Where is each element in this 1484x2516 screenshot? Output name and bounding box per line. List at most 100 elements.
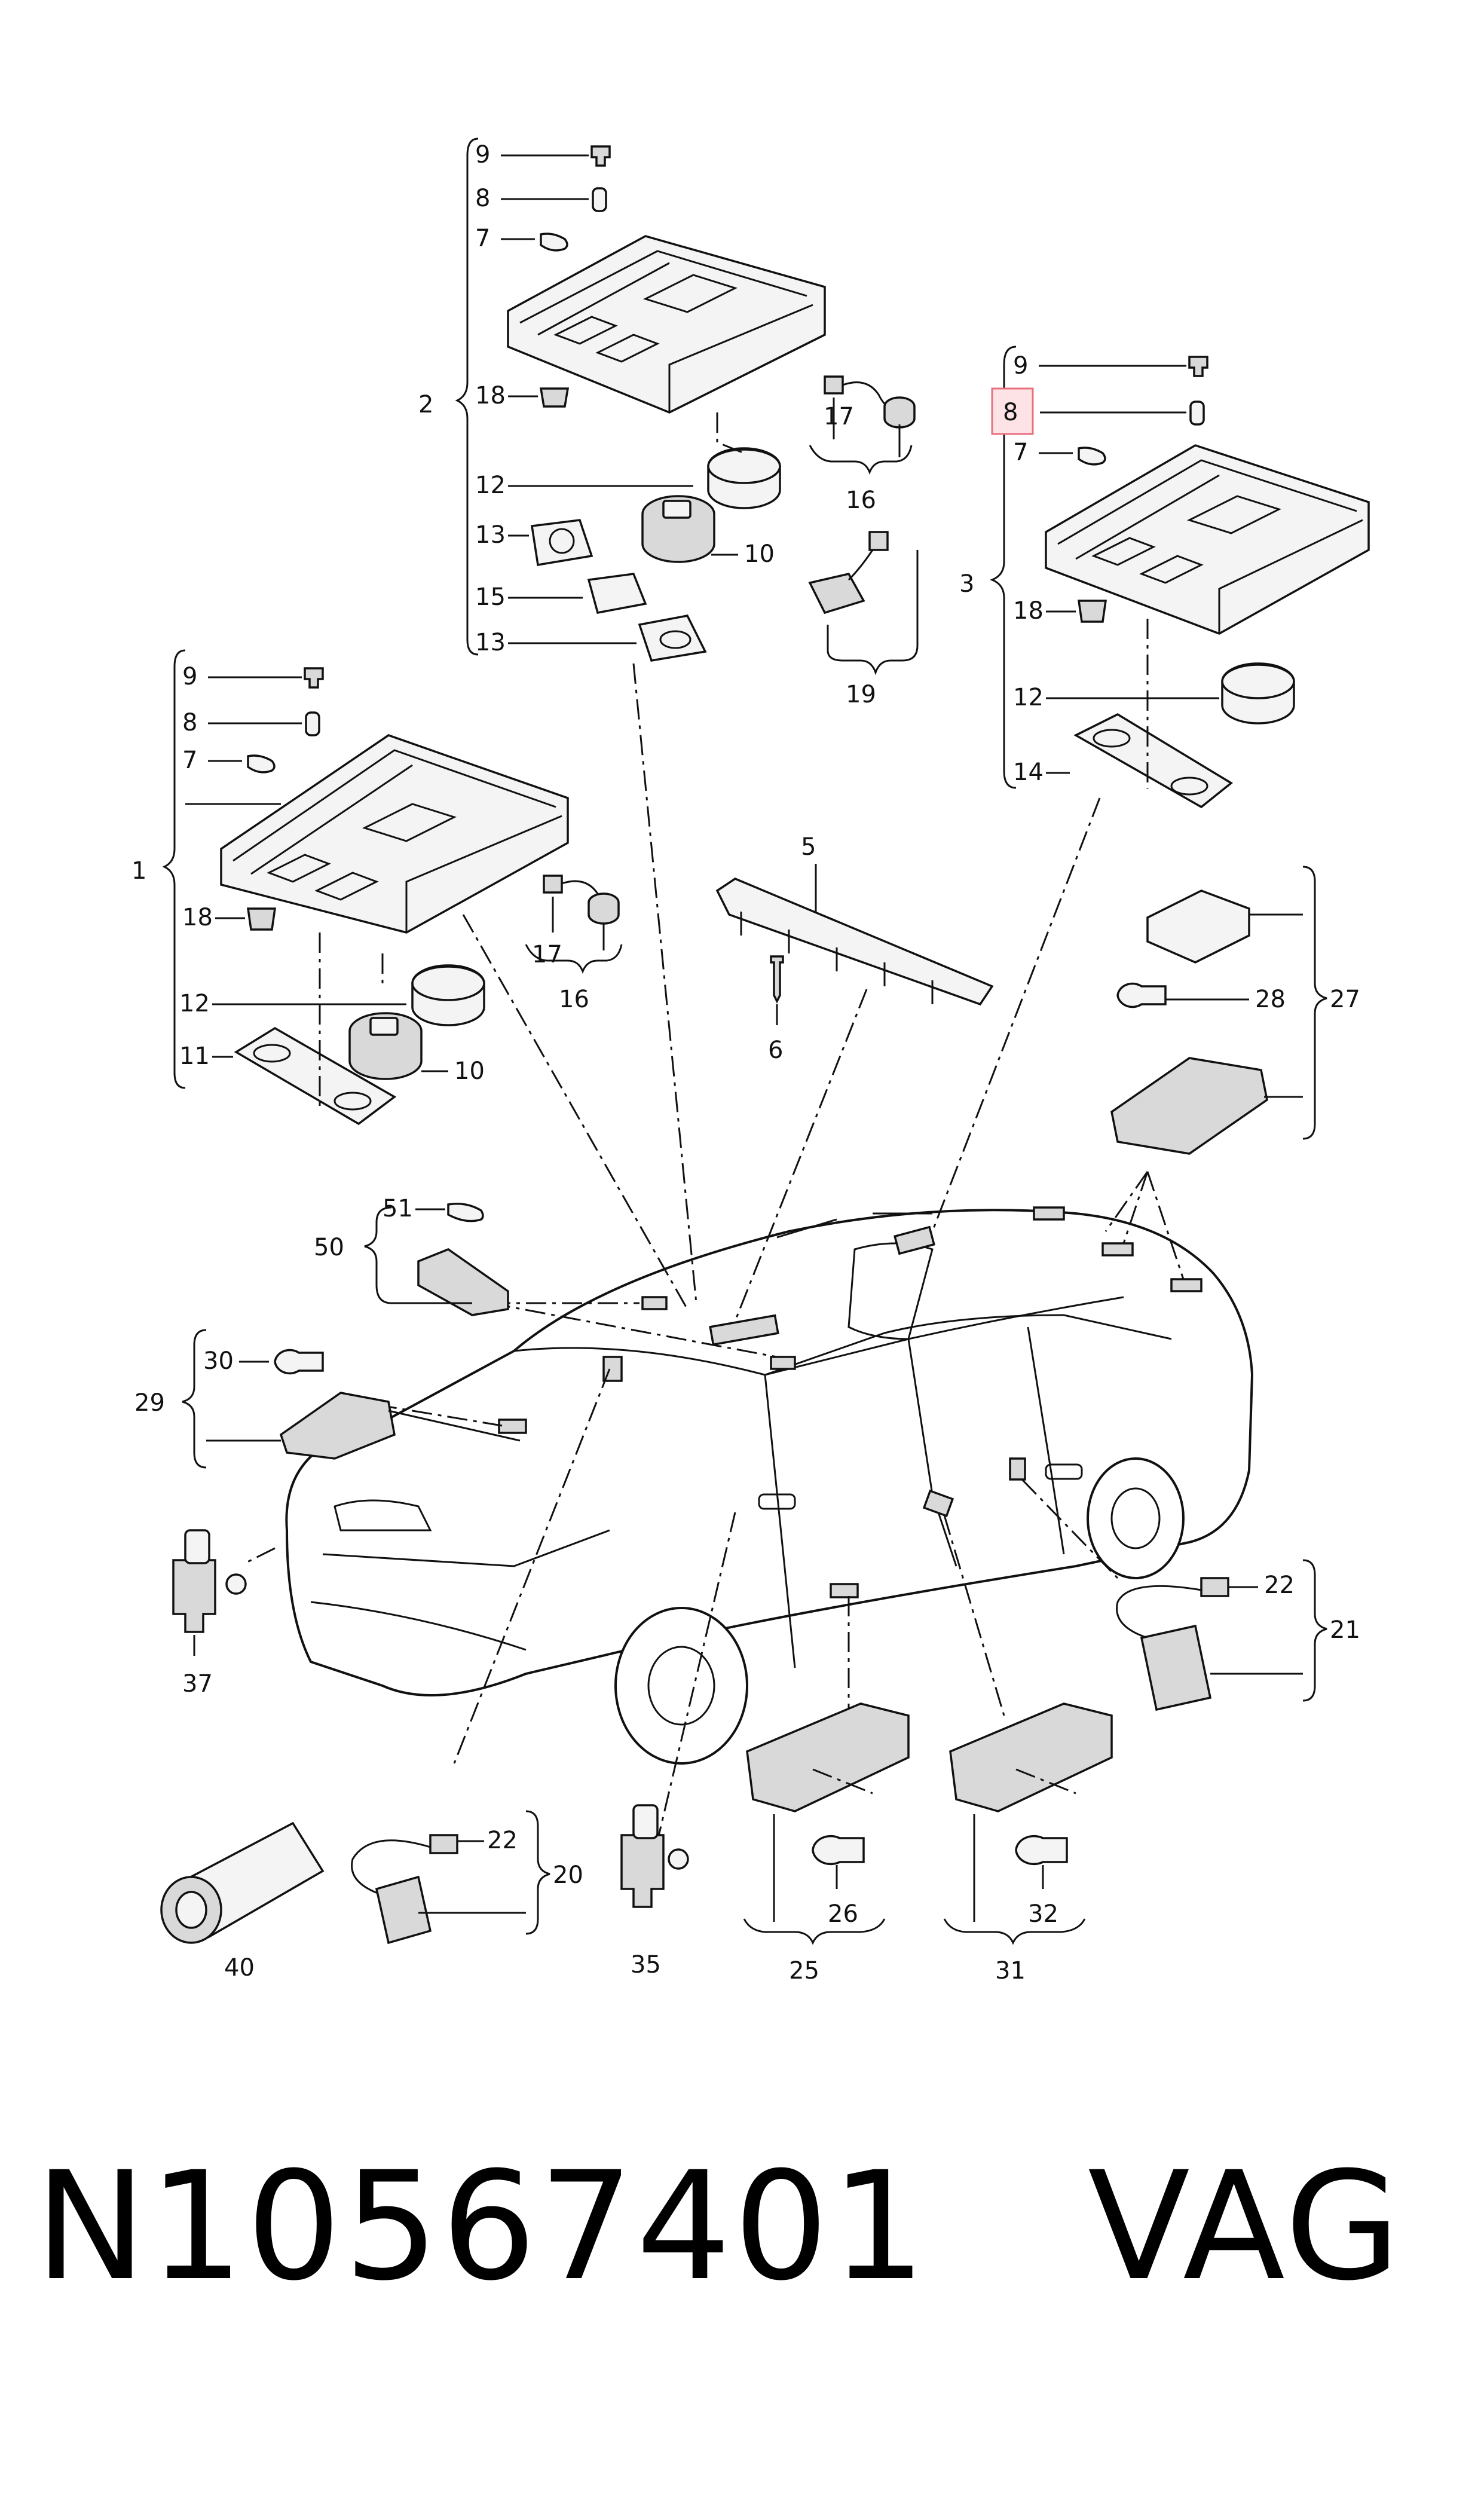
- cover-13b: [638, 615, 707, 662]
- callout-10-g1: 10: [454, 1057, 485, 1085]
- socket-16-icon: [883, 396, 916, 429]
- screw-6-icon: [770, 955, 784, 1004]
- callout-28: 28: [1255, 986, 1286, 1013]
- lens-cover-14: [1073, 713, 1234, 809]
- rear-roof-console-3: [1045, 444, 1370, 635]
- connector-17-icon: [824, 375, 844, 395]
- callout-12: 12: [475, 472, 506, 499]
- group-16-17-19-harness: 17 16 19: [808, 375, 919, 708]
- bracket-27: [1146, 889, 1250, 964]
- callout-8: 8: [475, 185, 490, 212]
- bulb-32-icon: [1015, 1835, 1068, 1866]
- leader-lines: [244, 663, 1185, 1842]
- cover-13: [530, 519, 593, 567]
- motion-sensor-10: [641, 495, 715, 563]
- group-29-light: 29 30: [134, 1329, 521, 1469]
- brand-name: VAG: [1088, 2139, 1403, 2313]
- callout-6: 6: [768, 1037, 783, 1064]
- callout-7: 7: [475, 225, 490, 252]
- clip-18-g3-icon: [1077, 600, 1107, 623]
- group-25-door-light: 26 25: [743, 1702, 910, 1985]
- callout-26: 26: [828, 1900, 858, 1928]
- bulb-holder-9-icon: [590, 145, 611, 167]
- callout-29: 29: [134, 1389, 165, 1417]
- part-5-trim-strip: 5 6: [715, 833, 994, 1064]
- bulb-8-icon: [592, 187, 607, 212]
- connector-22-icon: [429, 1834, 458, 1854]
- festoon-bulb-7-g3-icon: [1078, 447, 1106, 466]
- group-31-door-light: 32 31: [943, 1702, 1113, 1985]
- group-21-harness: 22 21: [1116, 1559, 1360, 1711]
- callout-8-g1: 8: [182, 709, 197, 736]
- roof-console-2: [507, 235, 826, 414]
- callout-13b: 13: [475, 629, 506, 656]
- callout-2: 2: [418, 391, 433, 418]
- lens-cover-11: [234, 1026, 397, 1126]
- lamp-29: [279, 1392, 396, 1460]
- callout-35: 35: [631, 1951, 661, 1979]
- callout-51: 51: [383, 1195, 413, 1222]
- callout-16: 16: [846, 487, 876, 514]
- callout-7-g1: 7: [182, 747, 197, 774]
- callout-16-g1: 16: [559, 986, 589, 1013]
- group-50-light: 50 51: [314, 1195, 509, 1316]
- part-40-lighter: 40: [160, 1821, 325, 1982]
- group-1-front-roof-console: 1 9 8 7 18 12 10 11: [131, 649, 569, 1126]
- rear-wheel: [1087, 1457, 1185, 1579]
- bulb-30-icon: [274, 1349, 324, 1375]
- callout-11: 11: [179, 1043, 210, 1070]
- callout-12-g1: 12: [179, 990, 210, 1017]
- festoon-bulb-7-icon: [540, 233, 568, 252]
- front-roof-console-1: [220, 734, 569, 934]
- callout-20: 20: [553, 1861, 583, 1889]
- highlight-box-8: [991, 387, 1034, 435]
- part-35-switch: 35: [620, 1804, 689, 1979]
- motion-sensor-10-g1: [348, 1012, 423, 1080]
- bulb-8-g3-icon: [1189, 401, 1205, 426]
- festoon-bulb-51-icon: [447, 1203, 484, 1222]
- part-number: N10567401: [35, 2139, 929, 2313]
- callout-30: 30: [203, 1347, 234, 1375]
- part-37-switch: 37: [172, 1529, 247, 1698]
- clip-18-icon: [539, 387, 570, 408]
- group-3-rear-roof-console: 3 9 8 7 18 12 14: [959, 346, 1370, 809]
- callout-18-g3: 18: [1013, 597, 1044, 625]
- switch-37: [172, 1559, 216, 1633]
- lamp-50: [417, 1248, 509, 1316]
- front-wheel: [614, 1607, 748, 1765]
- group-2-roof-console: 2 9 8 7 18 12 10 13 15 13: [418, 137, 826, 662]
- control-unit-19: [808, 572, 865, 615]
- festoon-bulb-7-g1-icon: [247, 754, 276, 774]
- module-20: [375, 1875, 432, 1945]
- callout-25: 25: [789, 1957, 819, 1985]
- module-21: [1140, 1624, 1212, 1711]
- bulb-8-g1-icon: [305, 711, 320, 736]
- bulb-holder-9-g1-icon: [304, 667, 324, 689]
- callout-18: 18: [475, 382, 506, 409]
- callout-31: 31: [995, 1957, 1026, 1985]
- lamp-31: [949, 1702, 1113, 1812]
- callout-22: 22: [487, 1827, 518, 1854]
- callout-1: 1: [131, 857, 146, 885]
- callout-15: 15: [475, 583, 506, 611]
- trim-strip-5: [715, 878, 994, 1006]
- clip-18-g1-icon: [246, 907, 277, 931]
- callout-13: 13: [475, 521, 506, 549]
- lamp-25: [746, 1702, 910, 1812]
- group-20-harness: 22 20: [351, 1810, 583, 1945]
- group-27-light-unit: 27 28: [1110, 866, 1360, 1155]
- bulb-26-icon: [812, 1835, 865, 1866]
- connector-22-g21-icon: [1200, 1577, 1229, 1597]
- callout-19: 19: [846, 681, 876, 708]
- callout-9: 9: [475, 141, 490, 169]
- connector-17-g1-icon: [543, 875, 563, 894]
- group-16-17-harness-left: 17 16: [525, 875, 623, 1013]
- socket-16-g1-icon: [588, 892, 620, 925]
- frame-15: [587, 573, 647, 615]
- bulb-holder-9-g3-icon: [1188, 356, 1208, 377]
- callout-8-highlighted: 8: [1003, 399, 1018, 426]
- callout-10: 10: [744, 540, 775, 568]
- callout-12-g3: 12: [1013, 684, 1044, 711]
- callout-40: 40: [224, 1954, 255, 1982]
- callout-3: 3: [959, 570, 974, 598]
